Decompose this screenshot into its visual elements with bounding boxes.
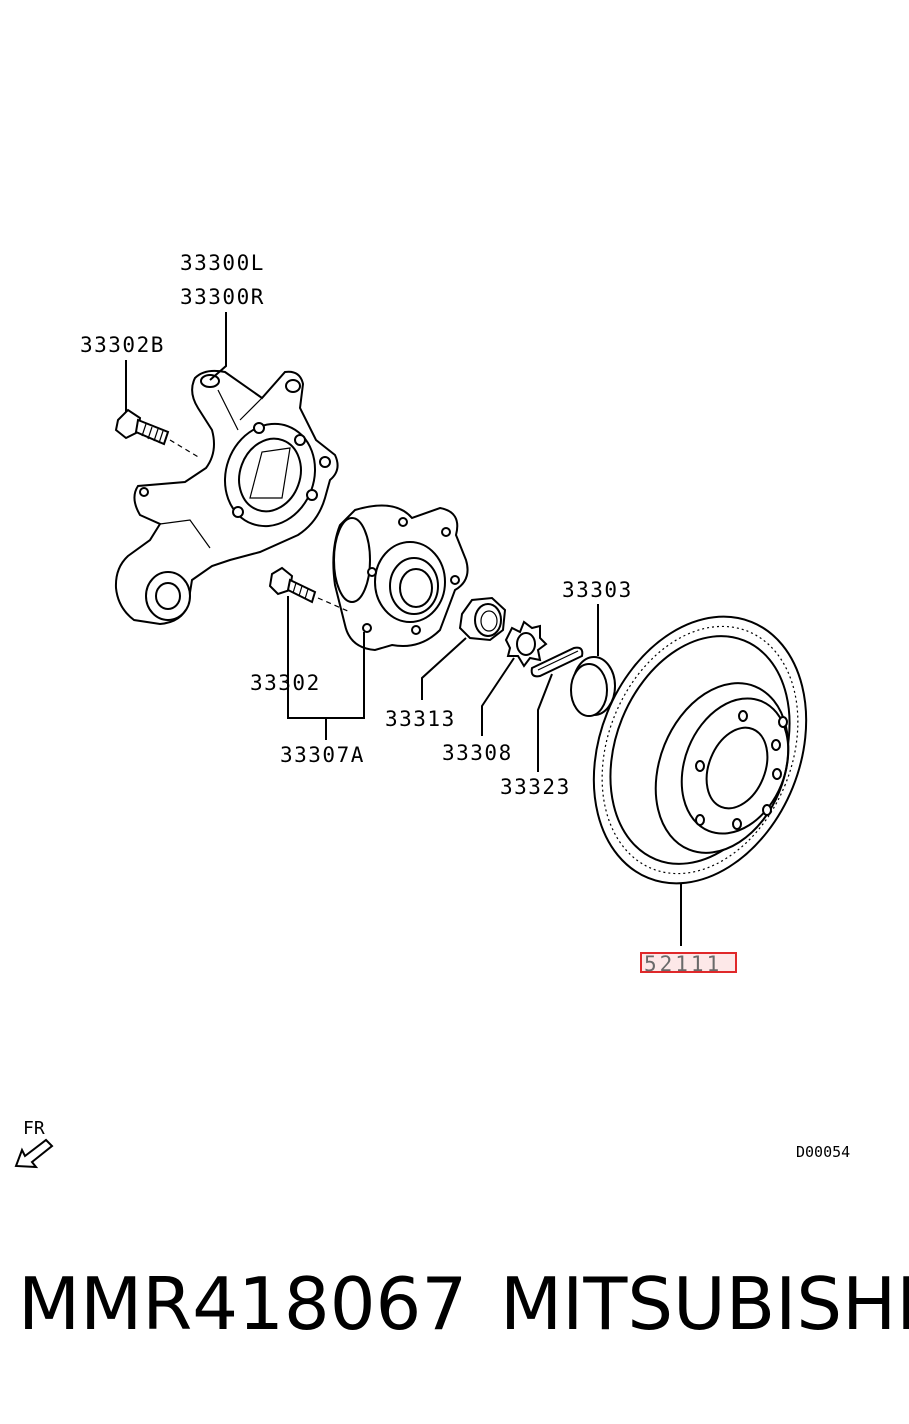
label-lock-cap[interactable]: 33308 bbox=[442, 741, 513, 765]
arrow-icon bbox=[14, 1138, 54, 1169]
highlight-box bbox=[640, 952, 737, 973]
fr-label: FR bbox=[23, 1118, 45, 1139]
steering-knuckle bbox=[114, 369, 339, 626]
label-nut[interactable]: 33313 bbox=[385, 707, 456, 731]
label-hub-cap[interactable]: 33303 bbox=[562, 578, 633, 602]
label-knuckle-left[interactable]: 33300L bbox=[180, 251, 265, 275]
footer-part-number: MMR418067 bbox=[18, 1262, 468, 1346]
label-bolt-b[interactable]: 33302B bbox=[80, 333, 165, 357]
drawing-code: D00054 bbox=[796, 1143, 850, 1161]
bolt-33302b bbox=[114, 408, 201, 459]
label-brake-disc[interactable]: 52111 bbox=[644, 952, 722, 976]
footer-brand: MITSUBISHI bbox=[500, 1262, 909, 1346]
stud-bolt bbox=[268, 566, 351, 613]
leader-lines bbox=[125, 312, 682, 946]
label-stud-bolt[interactable]: 33302 bbox=[250, 671, 321, 695]
front-direction-marker: FR bbox=[14, 1118, 54, 1169]
lock-cap bbox=[504, 620, 548, 668]
label-hub-assy[interactable]: 33307A bbox=[280, 743, 365, 767]
label-cotter-pin[interactable]: 33323 bbox=[500, 775, 571, 799]
hub-assembly bbox=[332, 504, 469, 652]
nut bbox=[458, 596, 507, 642]
cotter-pin bbox=[530, 646, 584, 678]
hub-cap bbox=[570, 656, 616, 717]
brake-disc bbox=[592, 615, 808, 885]
label-knuckle-right[interactable]: 33300R bbox=[180, 285, 265, 309]
